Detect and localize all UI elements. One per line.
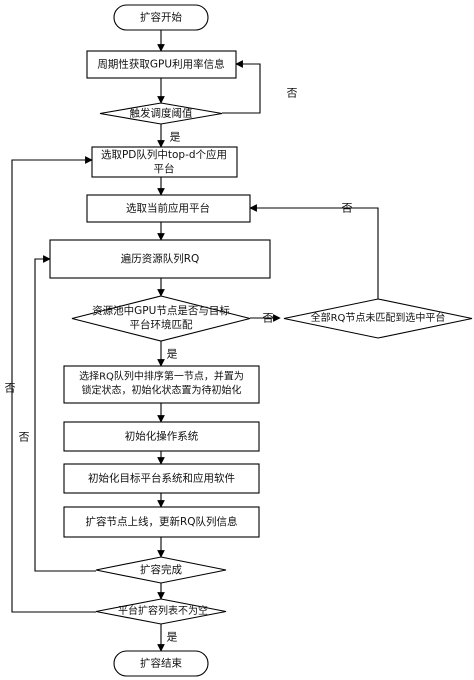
node-select-current: 选取当前应用平台	[86, 194, 251, 223]
node-done-label: 扩容完成	[140, 563, 182, 576]
edge-label-done-no: 否	[19, 431, 30, 444]
arrow-unmatched-no-loop	[249, 204, 379, 299]
node-unmatched-all: 全部RQ节点未匹配到选中平台	[283, 298, 473, 339]
node-traverse-label: 遍历资源队列RQ	[121, 252, 200, 265]
node-traverse: 遍历资源队列RQ	[49, 239, 271, 279]
node-online: 扩容节点上线，更新RQ队列信息	[63, 506, 260, 538]
arrow-list-no-loop	[11, 156, 96, 613]
node-select-top-label-1: 选取PD队列中top-d个应用	[101, 148, 227, 161]
edge-label-trigger-no: 否	[287, 87, 298, 100]
node-poll: 周期性获取GPU利用率信息	[86, 50, 237, 79]
edge-label-match-no: 否	[263, 312, 274, 325]
node-list-nonempty-label: 平台扩容列表不为空	[118, 604, 208, 617]
node-list-nonempty: 平台扩容列表不为空	[95, 598, 227, 625]
edge-label-list-no: 否	[5, 382, 16, 395]
node-match-label-1: 资源池中GPU节点是否与目标	[92, 304, 230, 317]
node-select-top: 选取PD队列中top-d个应用 平台	[91, 146, 238, 178]
node-start-label: 扩容开始	[140, 11, 182, 24]
edge-label-trigger-yes: 是	[170, 131, 181, 144]
node-match: 资源池中GPU节点是否与目标 平台环境匹配	[71, 295, 251, 342]
node-start: 扩容开始	[113, 4, 209, 31]
edge-labels: 否 是 否 否 是 否 否 是	[5, 87, 353, 644]
node-choose: 选择RQ队列中排序第一节点，并置为 锁定状态，初始化状态置为待初始化	[63, 365, 260, 404]
node-poll-label: 周期性获取GPU利用率信息	[97, 58, 224, 71]
node-unmatched-all-label: 全部RQ节点未匹配到选中平台	[311, 311, 446, 324]
node-init-os-label: 初始化操作系统	[125, 430, 199, 443]
node-match-label-2: 平台环境匹配	[130, 318, 193, 331]
node-end-label: 扩容结束	[140, 657, 182, 670]
edge-label-list-yes: 是	[167, 631, 178, 644]
node-end: 扩容结束	[113, 650, 209, 677]
arrow-done-no-loop	[34, 255, 96, 572]
node-init-os: 初始化操作系统	[63, 421, 260, 452]
edge-label-unmatched-no: 否	[342, 202, 353, 215]
node-done: 扩容完成	[95, 556, 227, 584]
connectors	[11, 30, 379, 652]
node-trigger-label: 触发调度阈值	[130, 107, 193, 120]
node-select-current-label: 选取当前应用平台	[126, 202, 210, 215]
arrow-trigger-no-loop	[222, 60, 261, 114]
edge-label-match-yes: 是	[167, 348, 178, 361]
node-choose-label-1: 选择RQ队列中排序第一节点，并置为	[79, 370, 244, 383]
node-select-top-label-2: 平台	[154, 162, 175, 175]
node-init-platform-label: 初始化目标平台系统和应用软件	[88, 472, 235, 485]
node-init-platform: 初始化目标平台系统和应用软件	[63, 463, 260, 494]
node-trigger: 触发调度阈值	[99, 102, 223, 125]
node-choose-label-2: 锁定状态，初始化状态置为待初始化	[82, 384, 242, 397]
node-online-label: 扩容节点上线，更新RQ队列信息	[85, 515, 237, 528]
